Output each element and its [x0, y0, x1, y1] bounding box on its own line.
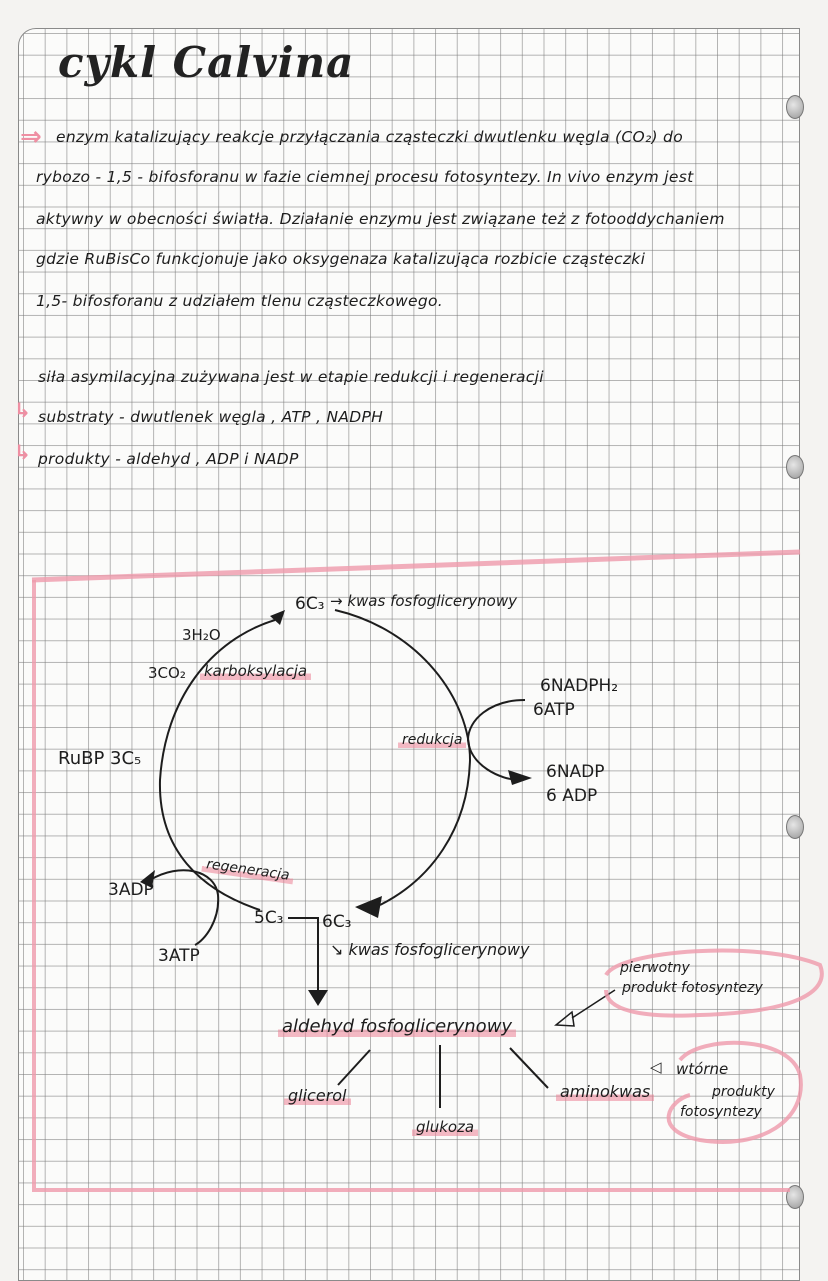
substrates-value: - dwutlenek węgla , ATP , NADPH — [118, 408, 384, 426]
regen-output-adp: 3ADP — [108, 880, 154, 900]
reduction-input-atp: 6ATP — [533, 700, 575, 720]
intro-line-5: 1,5- bifosforanu z udziałem tlenu cząste… — [36, 292, 444, 310]
glycerol-label: glicerol — [284, 1086, 351, 1105]
page-title: cykl Calvina — [58, 38, 355, 87]
binder-hole — [786, 455, 804, 479]
binder-hole — [786, 1185, 804, 1209]
node-top-note: → kwas fosfoglicerynowy — [330, 592, 518, 610]
amino-acid-label: aminokwas — [556, 1082, 655, 1101]
glucose-label: glukoza — [412, 1118, 479, 1136]
substrates-row: substraty - dwutlenek węgla , ATP , NADP… — [38, 408, 383, 426]
intro-line-2: rybozo - 1,5 - bifosforanu w fazie ciemn… — [36, 168, 694, 186]
products-value: - aldehyd , ADP i NADP — [115, 450, 299, 468]
secondary-line-2: produkty — [712, 1084, 775, 1100]
co2-label: 3CO₂ — [148, 664, 186, 682]
secondary-line-1: wtórne — [676, 1060, 729, 1078]
rubp-label: RuBP 3C₅ — [58, 748, 142, 769]
pink-arrow-icon: ↳ — [14, 398, 31, 422]
triangle-arrow-icon: ◁ — [650, 1058, 662, 1076]
secondary-line-3: fotosyntezy — [680, 1104, 762, 1120]
intro-line-4: gdzie RuBisCo funkcjonuje jako oksygenaz… — [36, 250, 646, 268]
reduction-label: redukcja — [398, 732, 467, 748]
binder-hole — [786, 95, 804, 119]
intro-line-3: aktywny w obecności światła. Działanie e… — [36, 210, 725, 228]
products-row: produkty - aldehyd , ADP i NADP — [38, 450, 299, 468]
assimilation-line: siła asymilacyjna zużywana jest w etapie… — [38, 368, 544, 386]
regen-input-atp: 3ATP — [158, 946, 200, 966]
intro-line-1: enzym katalizujący reakcje przyłączania … — [56, 128, 683, 146]
aldehyde-label: aldehyd fosfoglicerynowy — [278, 1016, 517, 1037]
h2o-label: 3H₂O — [182, 626, 221, 644]
reduction-output-nadp: 6NADP — [546, 762, 605, 782]
reduction-input-nadph2: 6NADPH₂ — [540, 676, 619, 696]
pink-arrow-icon: ⇒ — [20, 122, 42, 152]
substrates-label: substraty — [38, 408, 114, 426]
primary-product-line-2: produkt fotosyntezy — [622, 980, 763, 996]
primary-product-line-1: pierwotny — [620, 960, 690, 976]
node-top-6c3: 6C₃ — [295, 594, 325, 614]
node-6c3: 6C₃ — [322, 912, 352, 932]
binder-hole — [786, 815, 804, 839]
node-6c3-note: ↘ kwas fosfoglicerynowy — [330, 940, 530, 959]
pink-arrow-icon: ↳ — [14, 440, 31, 464]
carboxylation-label: karboksylacja — [200, 662, 312, 680]
products-label: produkty — [38, 450, 110, 468]
node-5c3: 5C₃ — [254, 908, 284, 928]
reduction-output-adp: 6 ADP — [546, 786, 598, 806]
